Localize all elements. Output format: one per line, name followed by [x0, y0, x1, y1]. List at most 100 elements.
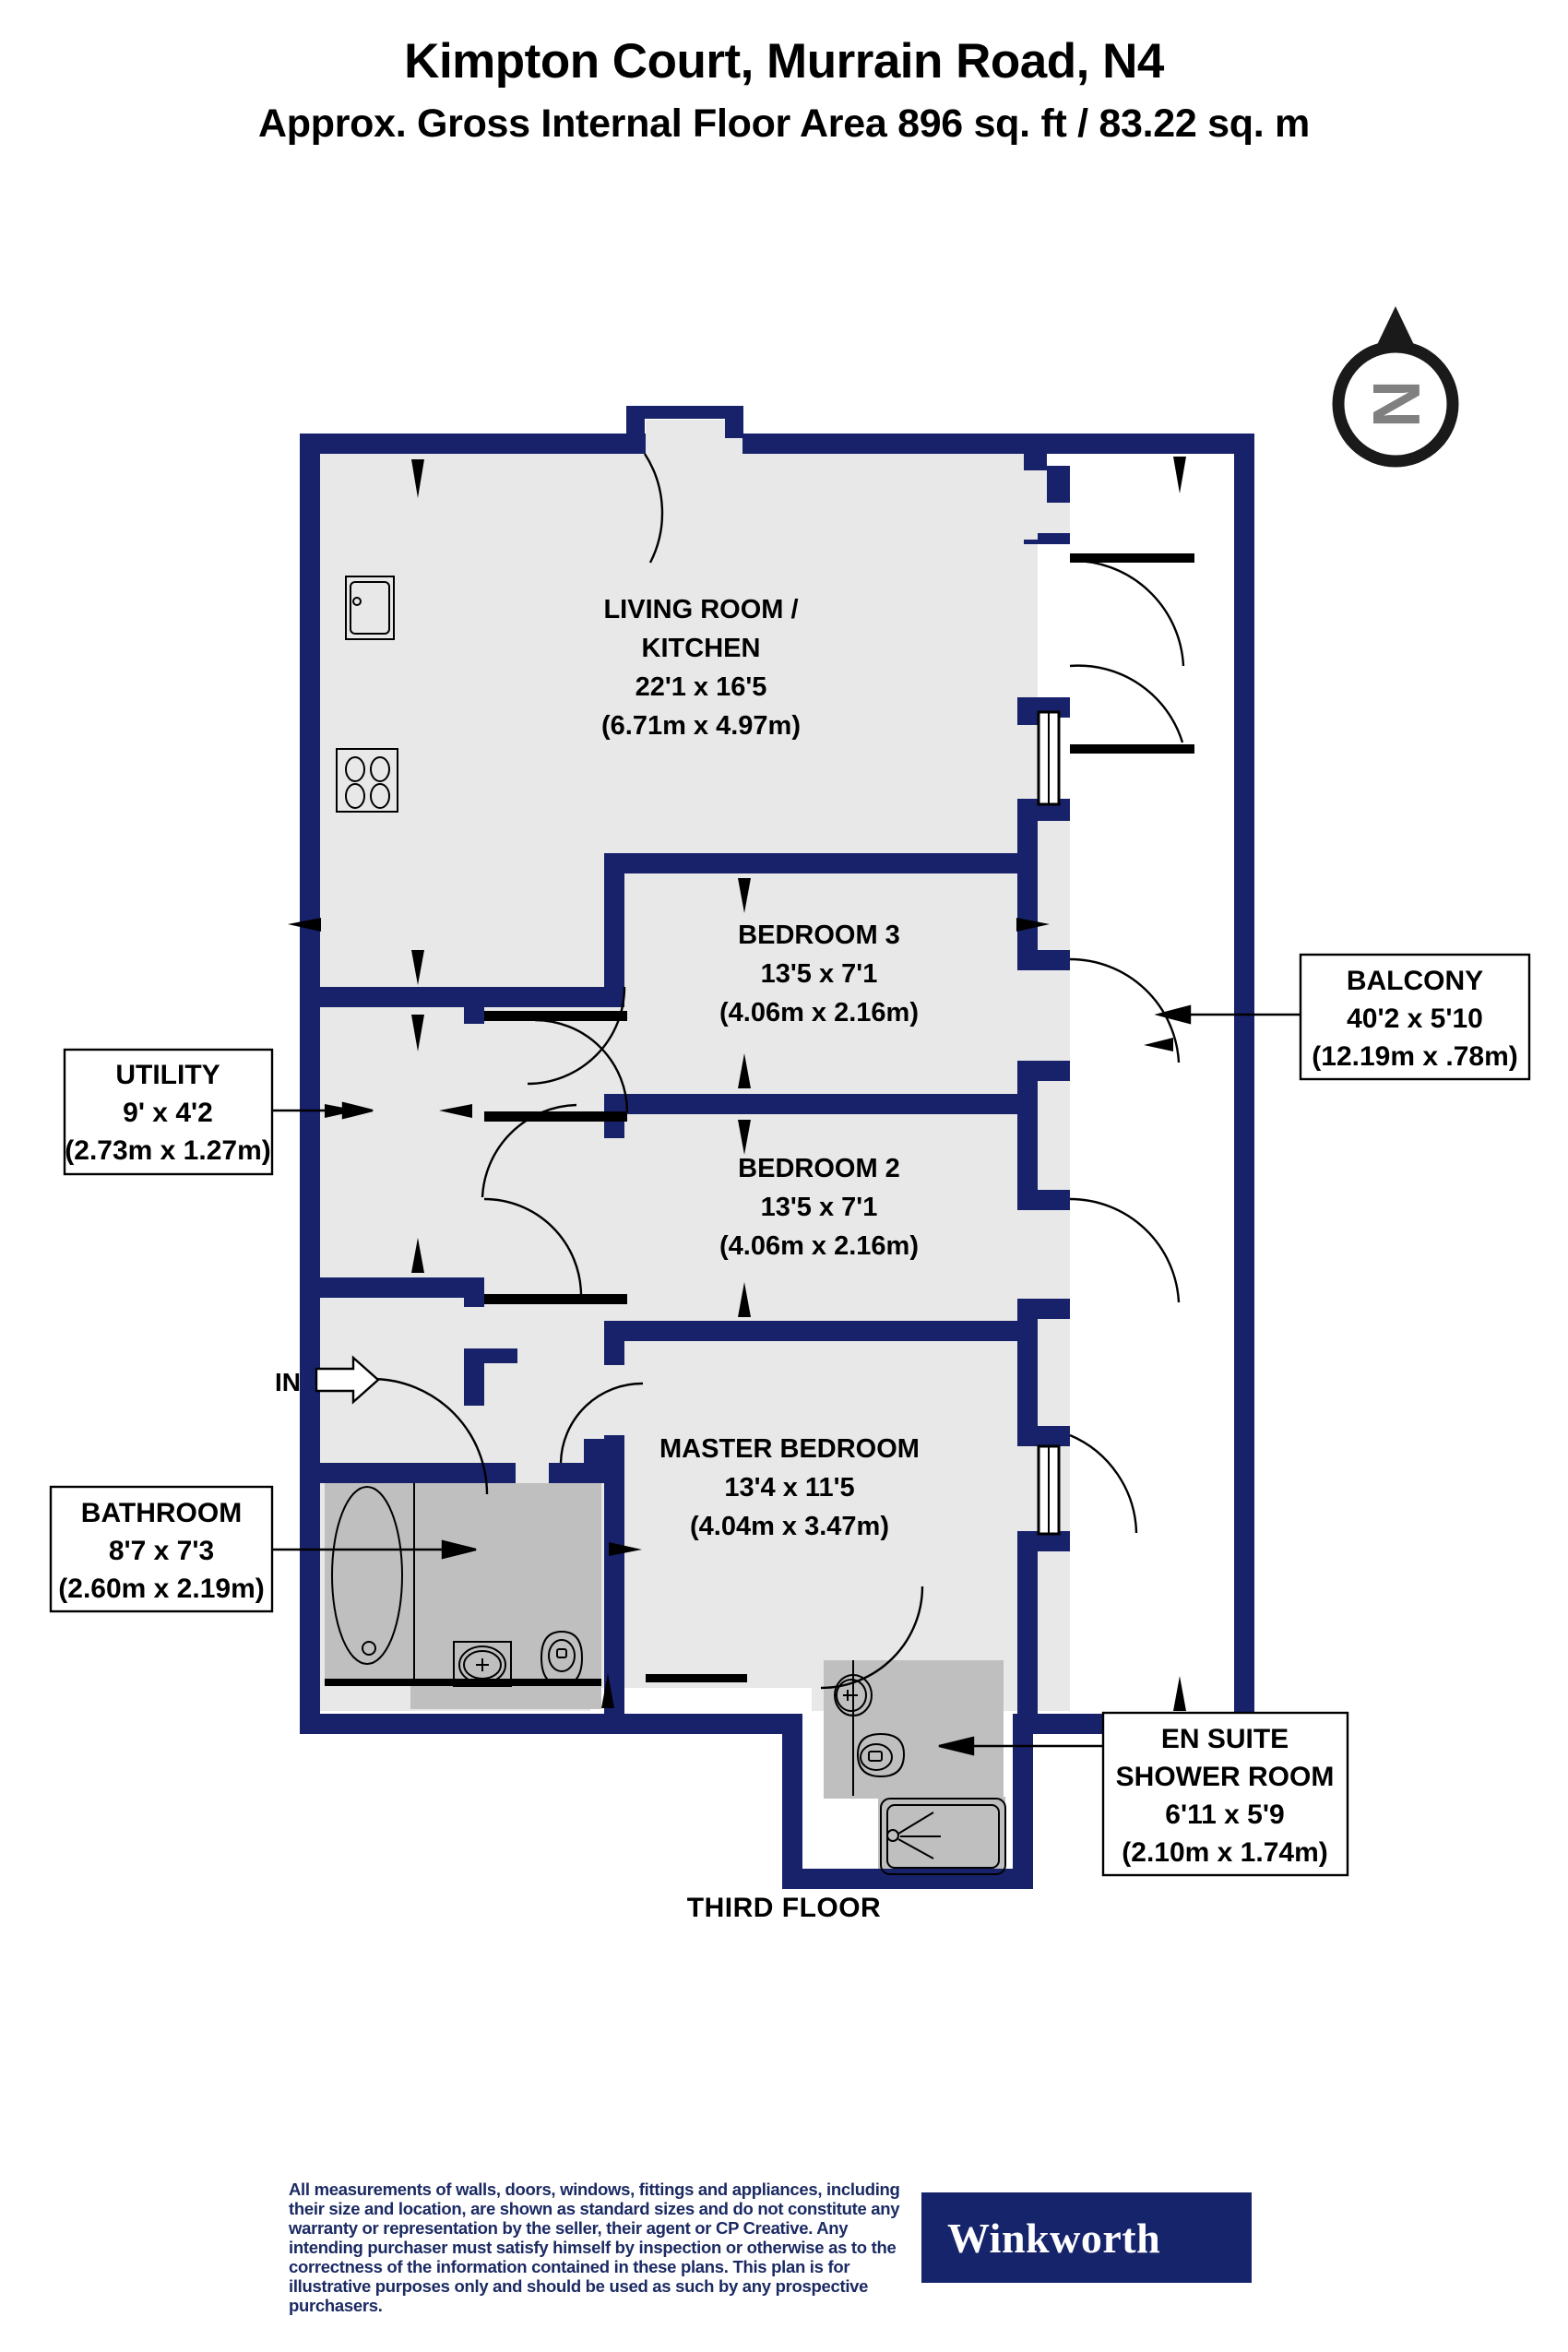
ensuite-fixtures	[834, 1660, 1006, 1875]
wall-bottom-right-stub	[782, 1714, 802, 1889]
callout-bathroom-imperial: 8'7 x 7'3	[109, 1536, 214, 1566]
callout-balcony-imperial: 40'2 x 5'10	[1347, 1004, 1483, 1034]
wall-bottom-ensuite	[782, 1869, 1033, 1889]
page-title: Kimpton Court, Murrain Road, N4	[404, 34, 1164, 89]
wall-ensuite-right	[1013, 1714, 1033, 1889]
wall-inner-right-d	[1017, 799, 1038, 821]
wall-top-left	[300, 434, 646, 454]
entrance-arrow-icon	[315, 1355, 380, 1405]
wall-inner-right-b	[1017, 697, 1038, 725]
arrow-lr-bottom-left	[411, 950, 424, 985]
wall-entry-partition-b	[464, 1348, 517, 1363]
ensuite-toilet-icon	[856, 1732, 906, 1778]
label-master-metric: (4.04m x 3.47m)	[690, 1512, 889, 1541]
wall-inner-right-n	[1017, 1531, 1038, 1716]
bathroom-floor-fill	[325, 1483, 601, 1684]
thin-wall-balcony-door-a	[1070, 553, 1194, 563]
wall-inner-right-e	[1017, 821, 1038, 968]
compass-ring-icon	[1332, 340, 1459, 468]
thin-walls	[325, 553, 1194, 1686]
callout-bathroom-title: BATHROOM	[81, 1498, 242, 1528]
sink-icon	[345, 576, 395, 640]
interior-fill	[318, 420, 1070, 1711]
label-bedroom-3-imperial: 13'5 x 7'1	[761, 959, 878, 989]
door-hall-c	[483, 1197, 583, 1296]
wall-inner-right-l	[1017, 1426, 1070, 1446]
wall-lr-bed3-horiz	[604, 853, 1038, 873]
winkworth-logo: Winkworth	[921, 2192, 1252, 2283]
ensuite-shower-fill	[878, 1797, 1005, 1873]
wall-inner-right-seg1	[1024, 454, 1047, 470]
callout-balcony-metric: (12.19m x .78m)	[1312, 1041, 1517, 1072]
wall-hall-top-step	[464, 987, 484, 1024]
door-balcony-top2	[1069, 664, 1184, 743]
floor-area-subtitle: Approx. Gross Internal Floor Area 896 sq…	[258, 101, 1310, 147]
wall-hall-bottom-step	[464, 1277, 484, 1307]
door-entry-main	[643, 453, 664, 564]
door-hall-a	[534, 1018, 629, 1113]
callout-bathroom-metric: (2.60m x 2.19m)	[58, 1574, 264, 1604]
toilet-icon	[540, 1630, 584, 1687]
wall-bed3-bed2	[604, 1094, 1038, 1114]
wall-hall-bottom	[320, 1277, 484, 1298]
wall-inner-right-i	[1017, 1190, 1070, 1210]
arrow-balcony-top	[1173, 457, 1186, 493]
hob-icon	[336, 748, 398, 813]
wall-bathroom-right-stub	[584, 1439, 604, 1483]
callout-utility-imperial: 9' x 4'2	[123, 1098, 213, 1128]
callout-ensuite-title1: EN SUITE	[1161, 1724, 1289, 1754]
callout-ensuite-metric: (2.10m x 1.74m)	[1122, 1837, 1327, 1868]
thin-wall-balcony-door-b	[1070, 744, 1194, 754]
footer: All measurements of walls, doors, window…	[289, 2180, 1303, 2327]
callout-utility-metric: (2.73m x 1.27m)	[65, 1135, 270, 1166]
callout-balcony: BALCONY 40'2 x 5'10 (12.19m x .78m)	[1299, 953, 1531, 1081]
wall-inner-right-seg3	[1038, 533, 1070, 544]
arrow-lr-right	[1016, 918, 1050, 932]
thin-wall-bathroom-bottom	[325, 1679, 601, 1686]
kitchen-fittings	[336, 576, 398, 813]
wall-inner-right-h	[1017, 1061, 1038, 1208]
thin-wall-hall-2	[484, 1111, 627, 1122]
wall-right-outer	[1234, 434, 1254, 1734]
door-entrance-in	[373, 1377, 489, 1495]
wall-inner-right-seg4	[1024, 540, 1044, 544]
door-bathroom	[559, 1382, 644, 1464]
label-bedroom-2-imperial: 13'5 x 7'1	[761, 1193, 878, 1222]
arrow-master-bottom	[601, 1673, 614, 1708]
arrow-balcony-bottom	[1173, 1676, 1186, 1711]
arrow-lr-top-left	[411, 459, 424, 498]
header: Kimpton Court, Murrain Road, N4 Approx. …	[0, 35, 1568, 147]
entrance-marker: IN	[275, 1355, 380, 1405]
callout-ensuite: EN SUITE SHOWER ROOM 6'11 x 5'9 (2.10m x…	[1101, 1711, 1349, 1877]
compass-rose: N	[1332, 306, 1459, 468]
label-master-name: MASTER BEDROOM	[659, 1434, 920, 1464]
thin-wall-master-sill	[646, 1674, 747, 1682]
room-label-bedroom-3: BEDROOM 3 13'5 x 7'1 (4.06m x 2.16m)	[719, 921, 919, 1028]
room-labels: LIVING ROOM / KITCHEN 22'1 x 16'5 (6.71m…	[601, 595, 920, 1541]
wall-bed3-left	[604, 853, 624, 987]
entrance-label: IN	[275, 1368, 301, 1396]
door-ensuite	[820, 1586, 924, 1690]
door-hall-b	[481, 1103, 577, 1198]
room-label-living-kitchen: LIVING ROOM / KITCHEN 22'1 x 16'5 (6.71m…	[601, 595, 801, 741]
bathroom-fixtures	[331, 1483, 584, 1687]
room-label-bedroom-2: BEDROOM 2 13'5 x 7'1 (4.06m x 2.16m)	[719, 1154, 919, 1261]
door-master-balcony	[1069, 1433, 1138, 1534]
arrow-lr-left	[288, 918, 321, 932]
compass-letter: N	[1359, 380, 1432, 428]
wall-inner-right-f	[1017, 950, 1070, 970]
callout-bathroom: BATHROOM 8'7 x 7'3 (2.60m x 2.19m)	[49, 1485, 274, 1613]
bathtub-icon	[331, 1486, 403, 1665]
arrow-bed2-top	[738, 1120, 751, 1155]
door-bed3-balcony	[1069, 957, 1181, 1063]
wall-bottom-left	[300, 1714, 802, 1734]
label-bedroom-2-metric: (4.06m x 2.16m)	[719, 1231, 919, 1261]
label-bedroom-3-metric: (4.06m x 2.16m)	[719, 998, 919, 1028]
callout-utility-title: UTILITY	[115, 1060, 220, 1090]
callout-balcony-title: BALCONY	[1347, 966, 1483, 996]
arrow-hall-top	[411, 1015, 424, 1051]
wall-bay-top	[626, 406, 743, 419]
brand-name: Winkworth	[947, 2214, 1161, 2262]
